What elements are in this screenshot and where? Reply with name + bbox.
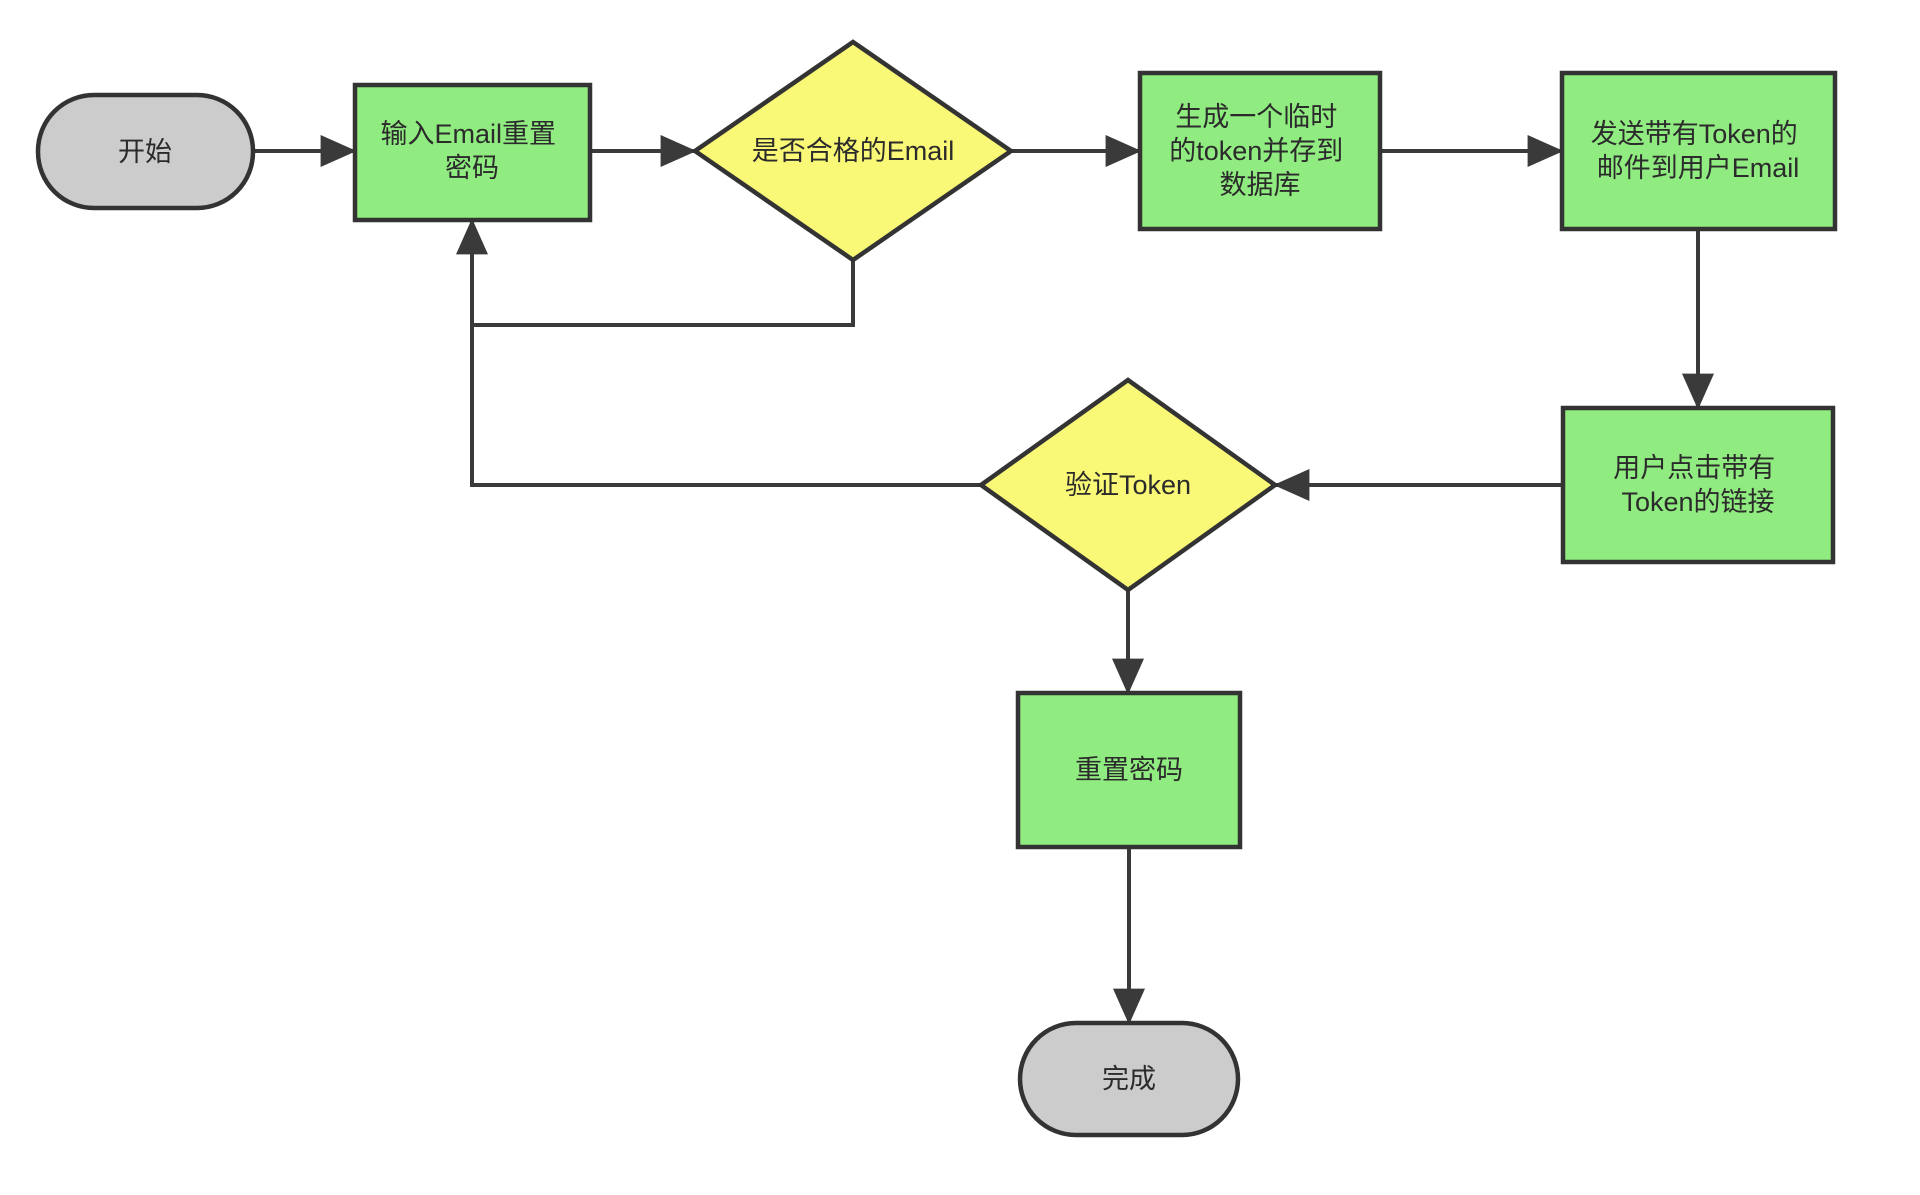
process-shape — [1137, 70, 1383, 232]
process-shape — [1560, 405, 1836, 565]
label-line: 邮件到用户Email — [1597, 153, 1800, 183]
node-reset-password-label: 重置密码 — [1075, 755, 1183, 785]
label-line: 生成一个临时 — [1175, 102, 1337, 132]
label-line: 用户点击带有 — [1613, 453, 1775, 483]
node-click-link-label: 用户点击带有 Token的链接 — [1613, 453, 1783, 517]
decision-shape — [691, 39, 1015, 263]
process-shape — [1015, 690, 1243, 850]
node-done-label: 完成 — [1102, 1064, 1156, 1094]
process-shape — [1559, 70, 1838, 232]
process-shape — [352, 82, 593, 223]
terminator-shape — [1017, 1020, 1241, 1138]
node-generate-token[interactable]: 生成一个临时 的token并存到 数据库 — [1137, 70, 1383, 232]
node-enter-email[interactable]: 输入Email重置 密码 — [352, 82, 593, 223]
label-line: 数据库 — [1220, 170, 1301, 200]
node-email-valid-label: 是否合格的Email — [752, 136, 955, 166]
edge-email-valid-loopback — [472, 260, 855, 327]
label-line: 发送带有Token的 — [1591, 119, 1798, 149]
node-send-email[interactable]: 发送带有Token的 邮件到用户Email — [1559, 70, 1838, 232]
node-email-valid[interactable]: 是否合格的Email — [691, 39, 1015, 263]
node-send-email-label: 发送带有Token的 邮件到用户Email — [1591, 119, 1806, 183]
label-line: 密码 — [445, 153, 499, 183]
label-line: 输入Email重置 — [380, 119, 556, 149]
node-verify-token[interactable]: 验证Token — [977, 377, 1279, 593]
node-generate-token-label: 生成一个临时 的token并存到 数据库 — [1169, 102, 1351, 200]
node-start-label: 开始 — [118, 137, 172, 167]
node-done[interactable]: 完成 — [1017, 1020, 1241, 1138]
node-verify-token-label: 验证Token — [1065, 470, 1191, 500]
decision-shape — [977, 377, 1279, 593]
node-click-link[interactable]: 用户点击带有 Token的链接 — [1560, 405, 1836, 565]
label-line: 的token并存到 — [1169, 136, 1343, 166]
node-reset-password[interactable]: 重置密码 — [1015, 690, 1243, 850]
label-line: Token的链接 — [1621, 487, 1774, 517]
terminator-shape — [35, 92, 256, 211]
edge-verify-token-loopback — [456, 218, 981, 487]
node-enter-email-label: 输入Email重置 密码 — [380, 119, 563, 183]
node-start[interactable]: 开始 — [35, 92, 256, 211]
